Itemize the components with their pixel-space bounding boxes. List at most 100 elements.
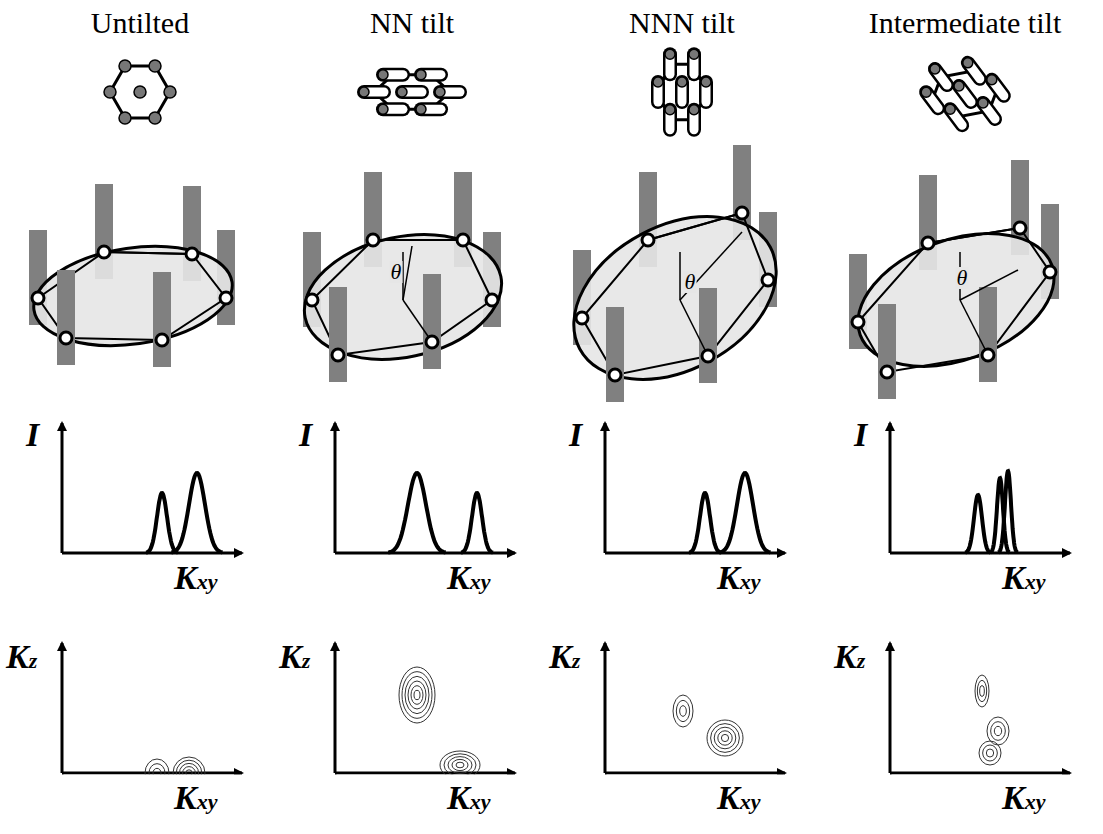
contour-ring bbox=[721, 734, 728, 741]
molecule-head bbox=[978, 98, 988, 108]
axis-label: Kxy bbox=[447, 561, 490, 595]
molecule-head bbox=[378, 70, 388, 80]
molecule-dot bbox=[104, 86, 116, 98]
molecule-head bbox=[397, 87, 407, 97]
tilt-line bbox=[403, 246, 412, 300]
column-title: NN tilt bbox=[370, 8, 454, 38]
molecule-head bbox=[963, 58, 973, 68]
molecule-site bbox=[852, 316, 864, 328]
axis-mask bbox=[64, 775, 242, 815]
molecule-head bbox=[359, 87, 369, 97]
molecule-bar bbox=[329, 287, 347, 382]
contour-ring bbox=[399, 667, 435, 723]
intensity-peak bbox=[689, 493, 721, 552]
molecule-site bbox=[642, 234, 654, 246]
tilt-line bbox=[680, 232, 742, 300]
molecule-site bbox=[220, 292, 232, 304]
hexagon-edge bbox=[960, 300, 988, 355]
contour-ring bbox=[707, 720, 743, 756]
contour-ring bbox=[986, 749, 993, 757]
molecule-head bbox=[954, 81, 964, 91]
axis-label: Kxy bbox=[717, 781, 760, 815]
molecule-site bbox=[736, 207, 748, 219]
molecule-site bbox=[98, 246, 110, 258]
molecule-site bbox=[609, 369, 621, 381]
molecule-bar bbox=[699, 288, 717, 383]
axis-label: Kz bbox=[279, 640, 310, 674]
y-axis bbox=[604, 643, 607, 773]
molecule-head bbox=[416, 70, 426, 80]
intensity-peak bbox=[998, 471, 1017, 552]
molecule-dot bbox=[119, 60, 131, 72]
molecule-bar bbox=[606, 307, 624, 402]
intensity-peak bbox=[719, 473, 770, 552]
hexagon-edge bbox=[403, 300, 432, 342]
molecule-head bbox=[689, 49, 699, 59]
x-axis bbox=[605, 552, 785, 555]
molecule-bar bbox=[57, 270, 75, 365]
molecule-site bbox=[60, 332, 72, 344]
molecule-head bbox=[435, 87, 445, 97]
molecule-dot bbox=[164, 86, 176, 98]
tilt-line bbox=[960, 270, 1018, 300]
molecule-head bbox=[987, 75, 997, 85]
axis-mask bbox=[337, 775, 515, 815]
molecule-site bbox=[186, 248, 198, 260]
molecule-head bbox=[416, 104, 426, 114]
axis-mask bbox=[607, 775, 785, 815]
axis-label: Kxy bbox=[447, 781, 490, 815]
molecule-head bbox=[677, 77, 687, 87]
molecule-dot bbox=[119, 112, 131, 124]
contour-ring bbox=[411, 686, 423, 705]
molecule-site bbox=[32, 292, 44, 304]
molecule-site bbox=[982, 349, 994, 361]
molecule-site bbox=[426, 336, 438, 348]
molecule-bar bbox=[153, 272, 171, 367]
axis-label: Kz bbox=[549, 640, 580, 674]
intensity-peak bbox=[965, 495, 991, 553]
contour-ring bbox=[980, 686, 985, 697]
column-title: Untilted bbox=[91, 8, 189, 38]
y-axis bbox=[61, 643, 64, 773]
molecule-site bbox=[762, 274, 774, 286]
hexagon-edge bbox=[104, 252, 192, 254]
hexagon-edge bbox=[680, 300, 708, 356]
molecule-bar bbox=[423, 274, 441, 369]
intensity-peak bbox=[171, 473, 222, 552]
contour-ring bbox=[680, 706, 687, 717]
x-axis bbox=[335, 772, 515, 775]
normal-line bbox=[679, 252, 681, 300]
hexagon-edge bbox=[648, 213, 742, 240]
contour-ring bbox=[711, 724, 740, 753]
y-axis bbox=[889, 643, 892, 773]
molecule-head bbox=[945, 104, 955, 114]
unit-cell-ellipse bbox=[840, 209, 1073, 392]
axis-label: I bbox=[854, 418, 867, 452]
lattice-hexagon bbox=[110, 66, 170, 118]
x-axis bbox=[62, 772, 242, 775]
molecule-site bbox=[576, 312, 588, 324]
molecule-site bbox=[1014, 222, 1026, 234]
molecule-site bbox=[367, 234, 379, 246]
axis-label: I bbox=[26, 418, 39, 452]
axis-label: Kz bbox=[6, 640, 37, 674]
y-axis bbox=[334, 423, 337, 553]
axis-label: Kxy bbox=[1002, 561, 1045, 595]
intensity-peak bbox=[388, 473, 445, 552]
contour-ring bbox=[718, 731, 732, 745]
molecule-site bbox=[1044, 266, 1056, 278]
angle-label: θ bbox=[956, 267, 969, 289]
molecule-head bbox=[921, 87, 931, 97]
y-axis bbox=[604, 423, 607, 553]
molecule-site bbox=[457, 234, 469, 246]
unit-cell-ellipse bbox=[546, 184, 804, 413]
contour-ring bbox=[975, 675, 989, 707]
molecule-head bbox=[378, 104, 388, 114]
x-axis bbox=[605, 772, 785, 775]
molecule-site bbox=[881, 366, 893, 378]
intensity-peak bbox=[461, 493, 493, 552]
x-axis bbox=[890, 772, 1070, 775]
molecule-site bbox=[702, 350, 714, 362]
contour-ring bbox=[448, 757, 472, 774]
angle-label: θ bbox=[390, 261, 403, 283]
